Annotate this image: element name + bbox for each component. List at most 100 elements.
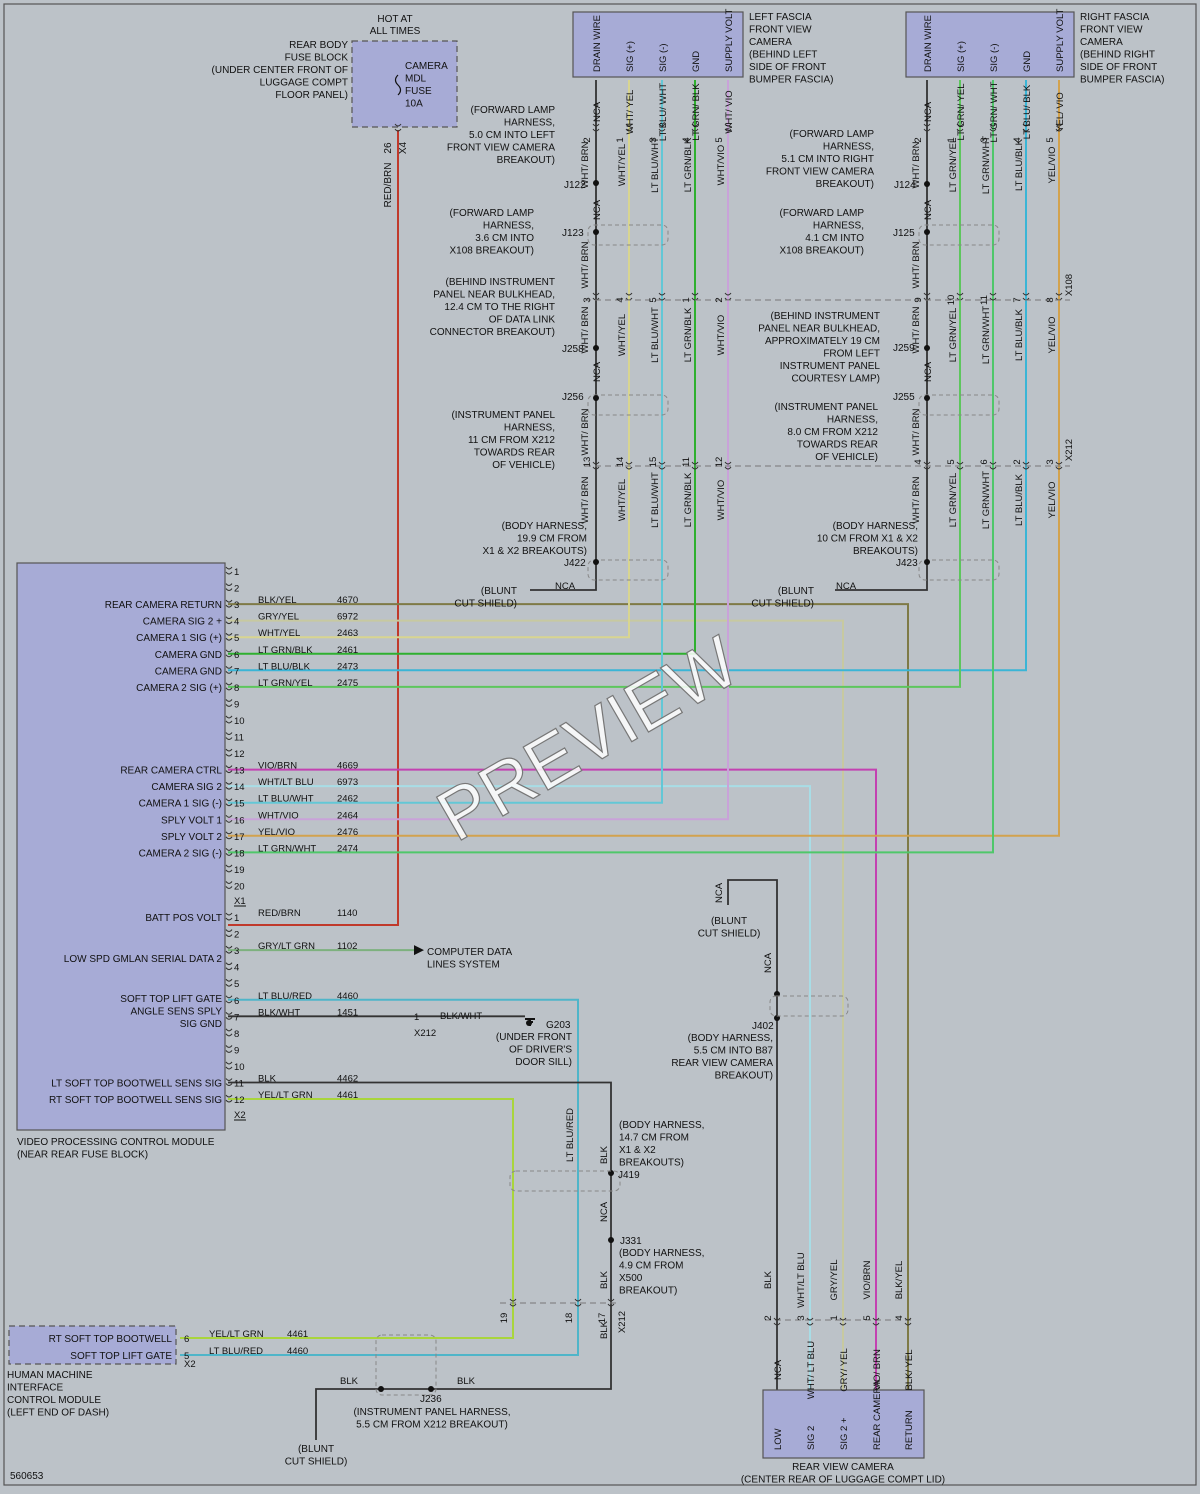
- wire-color: GRY/ YEL: [839, 1348, 850, 1391]
- blunt-cut-shield: CUT SHIELD): [454, 599, 517, 610]
- pin-mark: [691, 123, 699, 132]
- pin-number: 6: [979, 459, 990, 464]
- wire-color: WHT/ BRN: [580, 141, 591, 188]
- wire-color: YEL/LT GRN: [258, 1090, 313, 1101]
- wire-color: LT GRN/YEL: [948, 138, 959, 193]
- wire-color: VIO/BRN: [862, 1260, 873, 1299]
- nca-label: NCA: [599, 1201, 610, 1222]
- circuit-number: 4669: [337, 761, 358, 772]
- pin-number: 4: [894, 1315, 905, 1320]
- camera-pin-label: SIG 2 +: [839, 1417, 850, 1450]
- pin-number: 4: [913, 459, 924, 464]
- pin-mark: [989, 461, 997, 470]
- splice-note: 11 CM FROM X212: [468, 435, 555, 446]
- pin-mark: [225, 665, 233, 674]
- wire-color: LT GRN/BLK: [683, 307, 694, 362]
- vpcm-label: (NEAR REAR FUSE BLOCK): [17, 1150, 148, 1161]
- pin-number: 14: [615, 457, 626, 468]
- pin-function: ANGLE SENS SPLY: [130, 1007, 222, 1018]
- pin-mark: [574, 1298, 582, 1307]
- pin-mark: [225, 649, 233, 658]
- wire-color: LT BLU/BLK: [258, 661, 311, 672]
- splice-label: J122: [564, 180, 586, 191]
- shield-outline: [587, 224, 669, 246]
- pin-number: 18: [234, 848, 245, 859]
- splice-note: 3.6 CM INTO: [475, 233, 534, 244]
- wire-color: YEL/ VIO: [1055, 92, 1066, 132]
- pin-mark: [806, 1317, 814, 1326]
- pin-mark: [225, 1078, 233, 1086]
- splice-note: 5.5 CM INTO B87: [694, 1046, 774, 1057]
- wire-color: BLK/WHT: [440, 1011, 482, 1022]
- wire-color: WHT/ BRN: [911, 408, 922, 455]
- pin-number: 3: [234, 946, 239, 957]
- hot-at-all-times: ALL TIMES: [370, 26, 421, 37]
- wire-color: LT BLU/ WHT: [658, 83, 669, 141]
- splice-note: X108 BREAKOUT): [780, 246, 864, 257]
- splice-note: 5.1 CM INTO RIGHT: [781, 154, 874, 165]
- wire-color: LT BLU/RED: [209, 1346, 263, 1357]
- wire-color: LT BLU/WHT: [650, 307, 661, 363]
- splice-note: PANEL NEAR BULKHEAD,: [433, 290, 555, 301]
- splice-label: J256: [562, 392, 584, 403]
- pin-number: 15: [234, 799, 245, 810]
- wire-color: BLK/ YEL: [904, 1349, 915, 1390]
- splice-note: BREAKOUT): [715, 1071, 773, 1082]
- pin-number: 3: [1045, 459, 1056, 464]
- pin-number: 2: [913, 137, 924, 142]
- pin-mark: [225, 814, 233, 823]
- splice-note: 8.0 CM FROM X212: [787, 427, 878, 438]
- drain-wire-rear: [727, 879, 778, 1298]
- fuse-block-label: LUGGAGE COMPT: [260, 78, 348, 89]
- wire-color: VIO/ BRN: [872, 1349, 883, 1391]
- wire-color: WHT/ BRN: [911, 141, 922, 188]
- circuit-number: 2462: [337, 794, 358, 805]
- wire-color: WHT/ BRN: [911, 476, 922, 523]
- pin-function: CAMERA GND: [155, 650, 222, 661]
- splice-note: (BODY HARNESS,: [619, 1248, 704, 1259]
- pin-number: 19: [499, 1313, 510, 1324]
- pin-number: 13: [582, 457, 593, 468]
- pin-mark: [1022, 123, 1030, 132]
- splice-note: HARNESS,: [827, 415, 878, 426]
- wire-color: WHT/ BRN: [580, 476, 591, 523]
- pin-number: 4: [234, 617, 239, 628]
- fuse-block: [351, 40, 458, 128]
- pin-mark: [225, 1061, 233, 1070]
- splice-note: FRONT VIEW CAMERA: [766, 167, 874, 178]
- connector-id: X108: [1064, 274, 1075, 296]
- splice-note: 14.7 CM FROM: [619, 1133, 689, 1144]
- camera-pin-label: SIG 2: [806, 1426, 817, 1450]
- shield-outline: [769, 995, 849, 1017]
- computer-data-lines: COMPUTER DATA: [427, 947, 513, 958]
- pin-mark: [658, 461, 666, 470]
- wire-color: WHT/ BRN: [580, 408, 591, 455]
- page-border: [3, 3, 1197, 1486]
- pin-number: 5: [648, 297, 659, 302]
- wire-color: LT BLU/RED: [258, 991, 312, 1002]
- splice-note: (BODY HARNESS,: [619, 1120, 704, 1131]
- wire-color: WHT/ LT BLU: [806, 1341, 817, 1399]
- drain-wire-right: [835, 80, 928, 591]
- splice-label: J125: [893, 228, 915, 239]
- wire-color: LT GRN/BLK: [258, 645, 313, 656]
- splice-note: (BODY HARNESS,: [688, 1033, 773, 1044]
- pin-function: CAMERA 2 SIG (+): [136, 683, 222, 694]
- circuit-number: 2464: [337, 810, 358, 821]
- splice-label: J331: [620, 1236, 642, 1247]
- pin-number: 1: [946, 137, 957, 142]
- right-camera-label: (BEHIND RIGHT: [1080, 50, 1155, 61]
- pin-number: 2: [714, 297, 725, 302]
- pin-number: 5: [234, 633, 239, 644]
- pin-mark: [225, 566, 233, 575]
- right-camera-label: CAMERA: [1080, 37, 1123, 48]
- splice-note: (INSTRUMENT PANEL HARNESS,: [353, 1407, 510, 1418]
- splice-J258: [593, 345, 599, 351]
- wire-color: YEL/VIO: [1047, 317, 1058, 354]
- pin-number: 2: [234, 930, 239, 941]
- pin-mark: [691, 461, 699, 470]
- pin-mark: [225, 1011, 233, 1020]
- splice-note: (FORWARD LAMP: [471, 105, 556, 116]
- wire-color: WHT/YEL: [617, 479, 628, 521]
- connector-id: X212: [617, 1311, 628, 1333]
